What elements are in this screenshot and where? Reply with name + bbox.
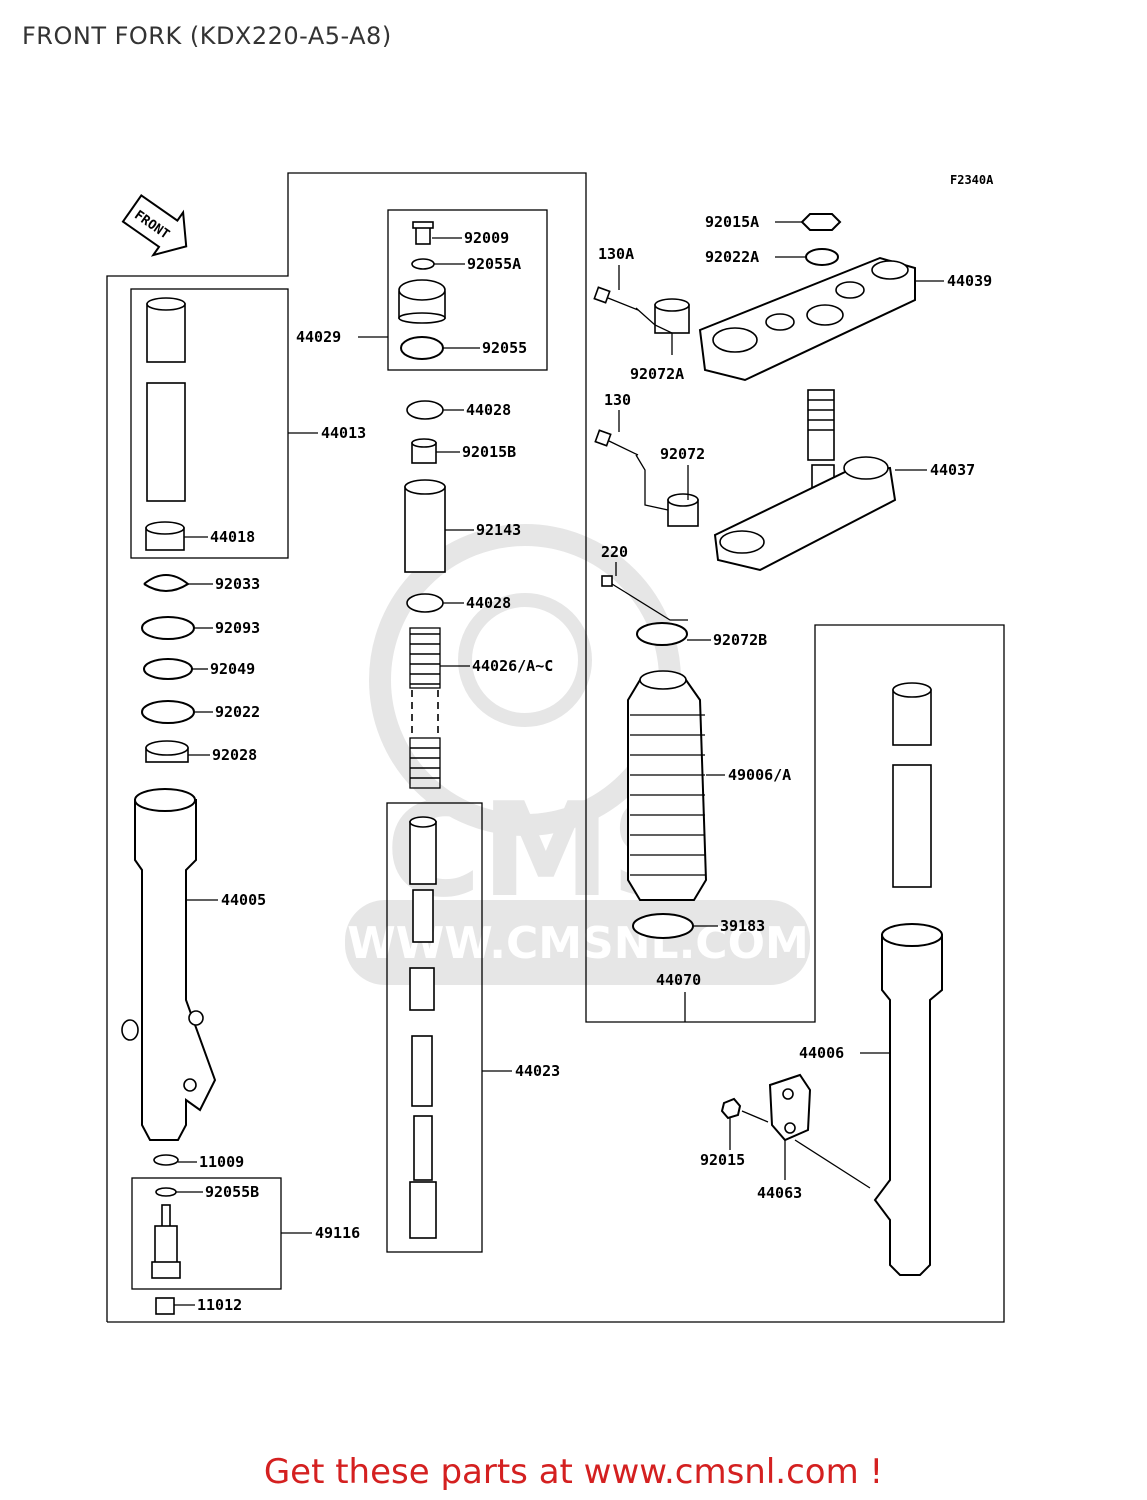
part-92093-seal-icon bbox=[141, 616, 195, 640]
front-fork-exploded-diagram: CMS WWW.CMSNL.COM F2340A FRONT bbox=[106, 172, 1005, 1323]
part-92055B-oring-icon bbox=[155, 1187, 177, 1197]
part-labels: 92009 92055A 44029 92055 44028 92015B 92… bbox=[197, 213, 992, 1314]
label-220: 220 bbox=[601, 543, 628, 561]
part-44005-outer-tube-icon bbox=[121, 788, 217, 1141]
label-44039: 44039 bbox=[947, 272, 992, 290]
part-44039-upper-bracket-icon bbox=[698, 256, 916, 382]
part-92022-washer-icon bbox=[141, 700, 195, 724]
part-11012-cap-icon bbox=[155, 1297, 175, 1315]
outer-frame bbox=[106, 172, 1005, 1323]
label-92015A: 92015A bbox=[705, 213, 759, 231]
part-92015-nut-icon bbox=[720, 1097, 742, 1120]
label-92028: 92028 bbox=[212, 746, 257, 764]
ref-code: F2340A bbox=[950, 173, 994, 187]
page-title: FRONT FORK (KDX220-A5-A8) bbox=[22, 22, 392, 50]
part-92022A-washer-icon bbox=[805, 248, 839, 266]
part-44018-bushing-icon bbox=[145, 521, 185, 551]
frame-44013 bbox=[130, 288, 289, 559]
part-44037-lower-bracket-icon bbox=[713, 389, 897, 572]
label-44063: 44063 bbox=[757, 1184, 802, 1202]
label-130: 130 bbox=[604, 391, 631, 409]
part-92009-icon bbox=[412, 221, 434, 245]
part-92055-icon bbox=[400, 336, 444, 360]
label-44013: 44013 bbox=[321, 424, 366, 442]
label-92143: 92143 bbox=[476, 521, 521, 539]
part-44013-inner-tube-icon bbox=[146, 297, 186, 502]
part-130A-bolt-icon bbox=[593, 286, 639, 311]
label-44018: 44018 bbox=[210, 528, 255, 546]
part-130-bolt-icon bbox=[594, 429, 639, 456]
part-92015A-nut-icon bbox=[800, 213, 842, 231]
part-220-bolt-icon bbox=[601, 575, 626, 593]
part-92055A-icon bbox=[411, 258, 435, 270]
frame-44029 bbox=[387, 209, 548, 371]
label-44028b: 44028 bbox=[466, 594, 511, 612]
label-44026: 44026/A~C bbox=[472, 657, 553, 675]
frame-44023 bbox=[386, 802, 483, 1253]
part-44028a-icon bbox=[406, 400, 444, 420]
label-92033: 92033 bbox=[215, 575, 260, 593]
part-92028-bushing-icon bbox=[145, 740, 189, 763]
part-44023-damper-icon bbox=[409, 816, 437, 1239]
label-92009: 92009 bbox=[464, 229, 509, 247]
label-92072B: 92072B bbox=[713, 631, 767, 649]
part-11009-washer-icon bbox=[153, 1154, 179, 1166]
label-44023: 44023 bbox=[515, 1062, 560, 1080]
part-44006-outer-tube-icon bbox=[873, 923, 943, 1276]
label-44037: 44037 bbox=[930, 461, 975, 479]
part-44029-cap-icon bbox=[398, 279, 446, 324]
footer-cta: Get these parts at www.cmsnl.com ! bbox=[263, 1452, 884, 1492]
label-44006: 44006 bbox=[799, 1044, 844, 1062]
label-44029: 44029 bbox=[296, 328, 341, 346]
part-92033-clip-icon bbox=[143, 574, 190, 592]
part-92015B-icon bbox=[411, 438, 437, 464]
label-92055A: 92055A bbox=[467, 255, 521, 273]
label-92072A: 92072A bbox=[630, 365, 684, 383]
label-44070: 44070 bbox=[656, 971, 701, 989]
label-92015: 92015 bbox=[700, 1151, 745, 1169]
part-49006-boot-icon bbox=[627, 670, 708, 901]
label-44005: 44005 bbox=[221, 891, 266, 909]
label-49006: 49006/A bbox=[728, 766, 791, 784]
label-11009: 11009 bbox=[199, 1153, 244, 1171]
part-92143-icon bbox=[404, 479, 446, 573]
leader-lines bbox=[174, 221, 944, 1306]
label-92093: 92093 bbox=[215, 619, 260, 637]
label-92022A: 92022A bbox=[705, 248, 759, 266]
label-130A: 130A bbox=[598, 245, 634, 263]
part-44028b-icon bbox=[406, 593, 444, 613]
label-49116: 49116 bbox=[315, 1224, 360, 1242]
label-44028a: 44028 bbox=[466, 401, 511, 419]
part-44026-spring-icon bbox=[409, 627, 441, 789]
label-92072: 92072 bbox=[660, 445, 705, 463]
label-92015B: 92015B bbox=[462, 443, 516, 461]
label-92022: 92022 bbox=[215, 703, 260, 721]
part-inner-tube-right-icon bbox=[892, 682, 932, 888]
part-92072B-band-icon bbox=[636, 622, 688, 646]
part-49116-valve-icon bbox=[151, 1204, 181, 1279]
label-11012: 11012 bbox=[197, 1296, 242, 1314]
label-92055B: 92055B bbox=[205, 1183, 259, 1201]
part-39183-band-icon bbox=[632, 913, 694, 939]
label-39183: 39183 bbox=[720, 917, 765, 935]
part-92072-clamp-icon bbox=[667, 493, 699, 527]
label-92055: 92055 bbox=[482, 339, 527, 357]
front-arrow-icon: FRONT bbox=[121, 193, 188, 257]
label-92049: 92049 bbox=[210, 660, 255, 678]
part-44063-holder-icon bbox=[768, 1073, 812, 1142]
part-92049-oil-seal-icon bbox=[143, 658, 193, 680]
